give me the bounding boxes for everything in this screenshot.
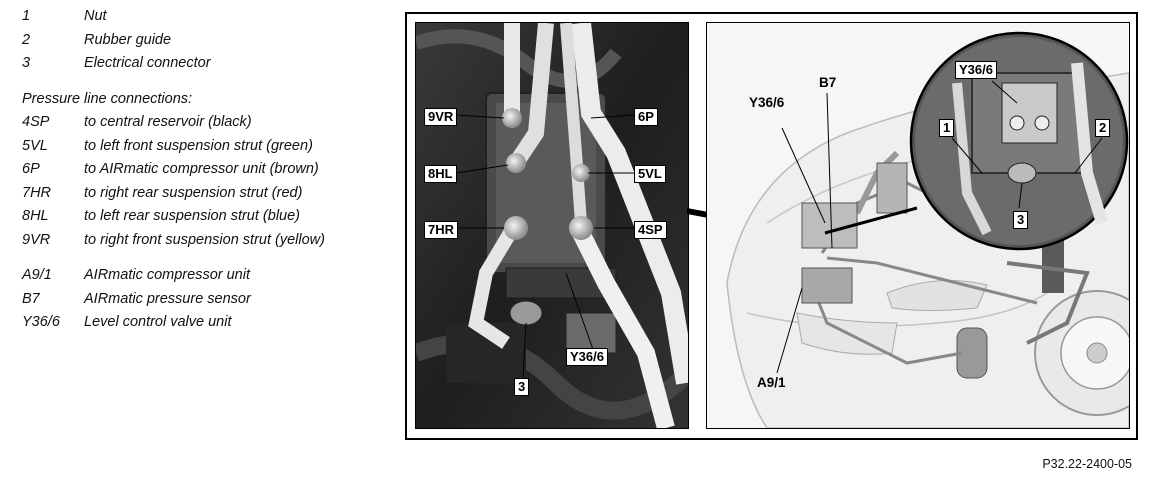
pressure-heading: Pressure line connections: [22, 90, 193, 107]
valve-block-drawing [416, 23, 688, 428]
legend-code: 9VR [22, 231, 51, 248]
label-b7: B7 [819, 75, 837, 90]
legend-desc: Rubber guide [84, 31, 172, 48]
legend-item: 7HR to right rear suspension strut (red) [22, 183, 402, 207]
legend-desc: to left rear suspension strut (blue) [84, 208, 300, 224]
legend-item: 8HL to left rear suspension strut (blue) [22, 206, 402, 230]
legend: 1 Nut 2 Rubber guide 3 Electrical connec… [22, 6, 402, 336]
legend-code: Y36/6 [22, 314, 60, 330]
legend-item: 5VL to left front suspension strut (gree… [22, 136, 402, 160]
legend-code: 8HL [22, 208, 49, 224]
label-9vr: 9VR [424, 108, 458, 126]
inset-label-2: 2 [1095, 119, 1111, 137]
label-6p: 6P [634, 108, 658, 126]
legend-desc: to central reservoir (black) [84, 114, 252, 130]
legend-code: 2 [22, 31, 31, 48]
legend-item: 6P to AIRmatic compressor unit (brown) [22, 159, 402, 183]
legend-code: 1 [22, 8, 31, 24]
label-y36-6: Y36/6 [566, 348, 608, 366]
legend-code: 6P [22, 161, 40, 177]
legend-item: 9VR to right front suspension strut (yel… [22, 230, 402, 254]
legend-item: 1 Nut [22, 6, 402, 30]
label-3: 3 [514, 378, 530, 396]
legend-desc: Level control valve unit [84, 314, 232, 330]
legend-item: 3 Electrical connector [22, 53, 402, 77]
vehicle-illustration: Y36/6 B7 A9/1 Y36/6 1 2 3 [706, 22, 1130, 429]
legend-desc: to right rear suspension strut (red) [84, 184, 303, 201]
legend-desc: Nut [84, 8, 107, 24]
vehicle-drawing [726, 31, 1129, 428]
inset-label-3: 3 [1013, 211, 1029, 229]
label-4sp: 4SP [634, 221, 667, 239]
label-a9-1: A9/1 [757, 375, 786, 390]
label-7hr: 7HR [424, 221, 459, 239]
legend-item: B7 AIRmatic pressure sensor [22, 289, 402, 313]
figure-reference: P32.22-2400-05 [1042, 457, 1132, 471]
legend-desc: AIRmatic pressure sensor [84, 290, 251, 307]
legend-code: A9/1 [22, 267, 52, 283]
label-y36-6-main: Y36/6 [749, 95, 785, 110]
valve-block-photo: 9VR 6P 8HL 5VL 7HR 4SP Y36/6 3 [415, 22, 689, 429]
inset-label-y36-6: Y36/6 [955, 61, 997, 79]
legend-desc: to left front suspension strut (green) [84, 137, 313, 154]
legend-item: 2 Rubber guide [22, 30, 402, 54]
legend-item: A9/1 AIRmatic compressor unit [22, 265, 402, 289]
legend-code: 7HR [22, 184, 52, 201]
inset-label-1: 1 [939, 119, 955, 137]
legend-desc: to right front suspension strut (yellow) [84, 231, 325, 248]
legend-desc: AIRmatic compressor unit [84, 267, 250, 283]
legend-code: 4SP [22, 114, 50, 130]
legend-desc: Electrical connector [84, 55, 211, 71]
legend-code: 3 [22, 55, 31, 71]
legend-item: 4SP to central reservoir (black) [22, 112, 402, 136]
legend-code: B7 [22, 290, 40, 307]
legend-desc: to AIRmatic compressor unit (brown) [84, 161, 319, 177]
legend-code: 5VL [22, 137, 48, 154]
label-8hl: 8HL [424, 165, 457, 183]
legend-item: Y36/6 Level control valve unit [22, 312, 402, 336]
label-5vl: 5VL [634, 165, 666, 183]
